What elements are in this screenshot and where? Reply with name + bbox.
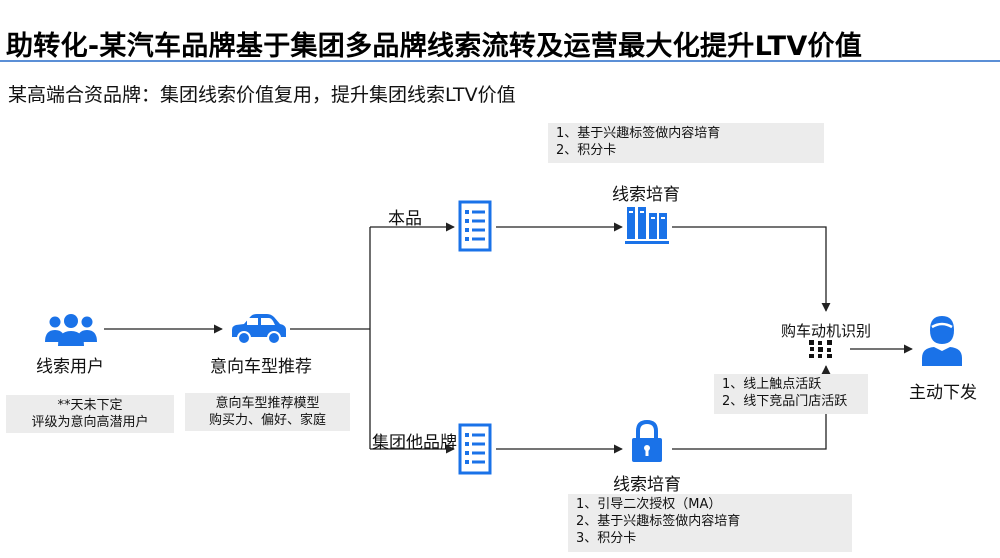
detect-note: 1、线上触点活跃 2、线下竞品门店活跃 [714, 374, 868, 414]
nurture-bottom-note-line-1: 1、引导二次授权（MA） [576, 497, 722, 512]
group-brand-label: 集团他品牌 [372, 433, 457, 453]
title-divider [0, 60, 1000, 62]
users-label: 线索用户 [36, 357, 104, 377]
list-document-icon [458, 200, 492, 252]
nurture-top-note: 1、基于兴趣标签做内容培育 2、积分卡 [548, 123, 824, 163]
nurture-top-note-line-2: 2、积分卡 [556, 143, 617, 158]
users-note-line-1: **天未下定 [57, 398, 123, 413]
person-icon [922, 316, 962, 366]
nurture-bottom-label: 线索培育 [613, 475, 681, 495]
list-document-icon [458, 423, 492, 475]
page-title: 助转化-某汽车品牌基于集团多品牌线索流转及运营最大化提升LTV价值 [6, 31, 863, 62]
nurture-bottom-note-line-2: 2、基于兴趣标签做内容培育 [576, 514, 741, 529]
users-note: **天未下定 评级为意向高潜用户 [6, 395, 174, 433]
own-brand-label: 本品 [388, 209, 422, 229]
dots-matrix-icon [809, 340, 832, 358]
nurture-top-note-line-1: 1、基于兴趣标签做内容培育 [556, 126, 721, 141]
recommend-note-line-1: 意向车型推荐模型 [215, 396, 320, 411]
recommend-note: 意向车型推荐模型 购买力、偏好、家庭 [185, 393, 350, 431]
recommend-note-line-2: 购买力、偏好、家庭 [208, 413, 326, 428]
recommend-label: 意向车型推荐 [210, 357, 312, 377]
users-note-line-2: 评级为意向高潜用户 [31, 415, 149, 430]
books-icon [625, 207, 669, 244]
page-subtitle: 某高端合资品牌：集团线索价值复用，提升集团线索LTV价值 [8, 84, 516, 106]
nurture-top-label: 线索培育 [612, 185, 680, 205]
car-icon [232, 314, 286, 345]
detect-note-line-2: 2、线下竞品门店活跃 [722, 394, 848, 409]
push-label: 主动下发 [909, 383, 977, 403]
detect-label: 购车动机识别 [780, 322, 871, 340]
users-group-icon [45, 314, 97, 346]
detect-note-line-1: 1、线上触点活跃 [722, 377, 822, 392]
nurture-bottom-note: 1、引导二次授权（MA） 2、基于兴趣标签做内容培育 3、积分卡 [568, 494, 852, 552]
lock-icon [632, 420, 662, 462]
arrow-nurture-top-to-detect [672, 226, 831, 312]
nurture-bottom-note-line-3: 3、积分卡 [576, 531, 637, 546]
